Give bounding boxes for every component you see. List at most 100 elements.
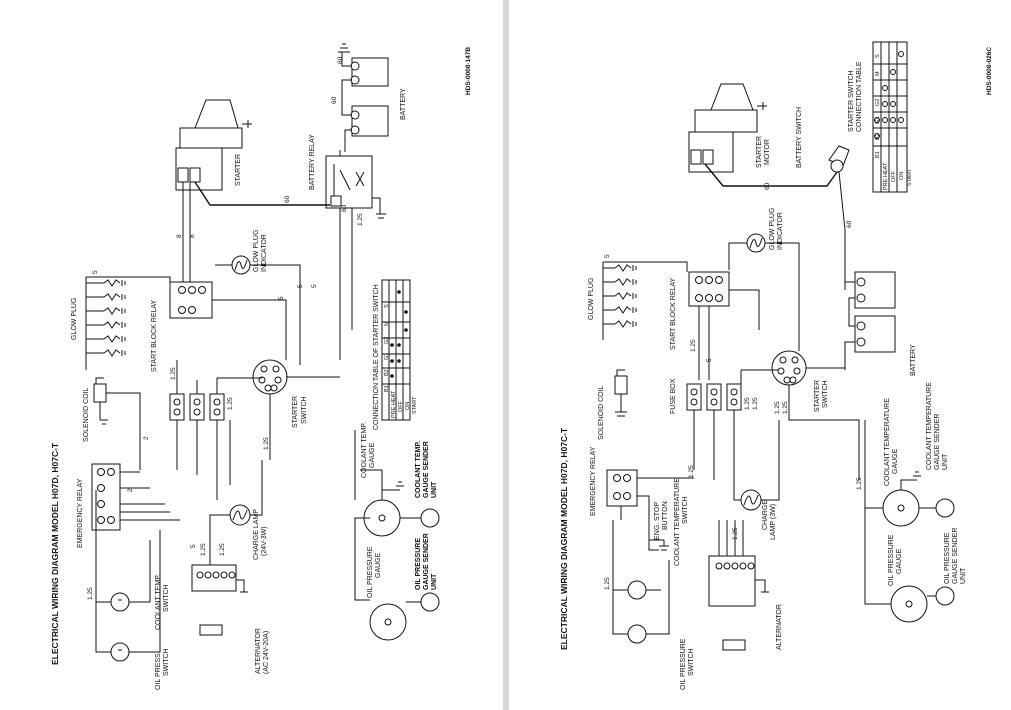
right-start-block-relay: [688, 271, 760, 380]
right-wire-125g: 1.25: [732, 527, 739, 540]
right-table-title-l2: CONNECTION TABLE: [856, 61, 863, 132]
right-wiring-page: ELECTRICAL WIRING DIAGRAM MODEL H07D, H0…: [509, 0, 1011, 710]
left-alternator-l1: ALTERNATOR: [255, 628, 262, 674]
left-table-r-on: ON: [405, 402, 411, 410]
right-wire-60a: 60: [764, 182, 771, 190]
left-wire-5b: 5: [278, 296, 285, 300]
left-coolant-sender-l2: GAUGE SENDER: [423, 441, 430, 498]
left-coolant-sender-l3: UNIT: [431, 481, 438, 498]
left-wiring-diagram: ELECTRICAL WIRING DIAGRAM MODEL H07D, H0…: [50, 43, 472, 690]
left-wire-125f: 1.25: [87, 587, 94, 600]
right-emergency-relay: [606, 469, 694, 551]
right-eng-stop-l2: BUTTON: [662, 501, 669, 530]
right-starter-motor: [688, 83, 767, 173]
right-oil-sender-l2: GAUGE SENDER: [952, 528, 959, 584]
left-starter-switch-l2: SWITCH: [301, 396, 308, 424]
right-wire-5a: 5: [604, 254, 611, 258]
right-glow-plug-indicator: [728, 233, 800, 350]
right-eng-stop-button: [649, 539, 669, 551]
left-table-title: CONNECTION TABLE OF STARTER SWITCH: [373, 284, 380, 430]
right-coolant-gauge-l1: COOLANT TEMPERATURE: [884, 398, 891, 486]
left-fuse-box: [169, 360, 262, 500]
right-starter-motor-l1: STARTER: [756, 136, 763, 168]
left-oil-press-sw-l1: OIL PRESS.: [155, 651, 162, 690]
right-table-h-s: S: [875, 54, 881, 58]
left-wire-60d: 60: [341, 204, 348, 212]
left-wire-5a: 5: [92, 270, 99, 274]
right-oil-gauge-l1: OIL PRESSURE: [888, 534, 895, 586]
right-alternator: [708, 520, 769, 651]
right-glow-indicator-l2: INDICATOR: [777, 212, 784, 250]
right-table-r-start: START: [907, 168, 913, 186]
right-title: ELECTRICAL WIRING DIAGRAM MODEL H07D, H0…: [559, 427, 569, 650]
left-starter-label: STARTER: [235, 154, 242, 186]
left-wire-125a: 1.25: [263, 437, 270, 450]
left-glow-plug-indicator: [215, 255, 301, 340]
right-wire-125h: 1.25: [604, 577, 611, 590]
right-table-r-on: ON: [899, 172, 905, 180]
left-alternator: [191, 564, 248, 636]
right-eng-stop-l1: ENG. STOP: [654, 502, 661, 540]
right-starter-switch: [771, 350, 860, 480]
left-battery-relay-label: BATTERY RELAY: [309, 134, 316, 190]
right-code: HDS-0008-026C: [986, 47, 993, 95]
left-charge-lamp-l1: CHARGE LAMP: [253, 509, 260, 560]
left-battery-label: BATTERY: [400, 88, 407, 120]
left-start-block-relay-label: START BLOCK RELAY: [151, 299, 158, 372]
left-coolant-sender-l1: COOLANT TEMP.: [415, 441, 422, 498]
left-wire-60b: 60: [331, 96, 338, 104]
left-wire-8a: 8: [176, 234, 183, 238]
right-coolant-sender-l2: GAUGE SENDER: [934, 414, 941, 470]
left-table-h-g2: G2: [384, 337, 390, 344]
left-coolant-gauge-l2: GAUGE: [369, 442, 376, 468]
left-oil-sender-l3: UNIT: [431, 573, 438, 590]
left-glow-indicator-l2: INDICATOR: [261, 234, 268, 272]
left-wiring-page: ELECTRICAL WIRING DIAGRAM MODEL H07D, H0…: [0, 0, 503, 710]
right-glow-indicator-l1: GLOW PLUG: [769, 208, 776, 250]
right-charge-lamp-l2: LAMP (3W): [770, 504, 777, 540]
right-start-block-relay-label: START BLOCK RELAY: [670, 277, 677, 350]
right-table-r-off: OFF: [891, 170, 897, 182]
right-wire-125f: 1.25: [688, 465, 695, 478]
right-glow-plugs: [602, 261, 688, 340]
right-starter-motor-l2: MOTOR: [764, 139, 771, 165]
left-wire-125d: 1.25: [200, 543, 207, 556]
left-oil-sender-l1: OIL PRESSURE: [415, 538, 422, 590]
right-fuse-box: [686, 369, 779, 500]
right-wire-125e: 1.25: [782, 401, 789, 414]
left-code: HDS-0008-147B: [465, 47, 472, 95]
left-wire-60c: 60: [284, 195, 291, 203]
left-starter-switch: [252, 320, 340, 460]
left-table-h-b2: B2: [384, 369, 390, 376]
left-oil-gauge-l2: GAUGE: [375, 552, 382, 578]
left-wire-60a: 60: [337, 56, 344, 64]
right-wiring-diagram: ELECTRICAL WIRING DIAGRAM MODEL H07D, H0…: [559, 41, 993, 690]
left-coolant-gauge-l1: COOLANT TEMP.: [361, 422, 368, 478]
left-table-h-m: M: [384, 321, 390, 326]
left-emergency-relay-label: EMERGENCY RELAY: [77, 478, 84, 548]
left-engine-switches: [95, 490, 161, 662]
left-start-block-relay: [169, 281, 287, 320]
right-starter-switch-l2: SWITCH: [822, 380, 829, 408]
left-oil-gauge-l1: OIL PRESSURE: [367, 546, 374, 598]
right-table-title-l1: STARTER SWITCH: [848, 70, 855, 132]
left-gauges: [354, 430, 440, 641]
left-battery: [338, 43, 389, 152]
right-coolant-sw-l2: SWITCH: [682, 496, 689, 524]
right-table-h-m: M: [875, 71, 881, 76]
left-wire-125e: 1.25: [219, 543, 226, 556]
right-wire-125c: 1.25: [752, 397, 759, 410]
right-table-h-b2: B2: [875, 133, 881, 140]
right-wire-5b: 5: [706, 358, 713, 362]
right-battery: [844, 271, 896, 370]
left-table-r-start: START: [412, 396, 418, 414]
right-wire-125d: 1.25: [774, 401, 781, 414]
left-wire-125b: 1.25: [170, 367, 177, 380]
left-charge-lamp: [209, 460, 263, 565]
left-table-r-preheat: PRE HEAT: [391, 390, 397, 418]
right-fuse-box-label: FUSE BOX: [670, 378, 677, 414]
right-engine-switches: [612, 520, 670, 644]
left-connection-table: [381, 279, 411, 421]
left-table-h-s: S: [384, 304, 390, 308]
right-battery-switch-label: BATTERY SWITCH: [796, 107, 803, 168]
